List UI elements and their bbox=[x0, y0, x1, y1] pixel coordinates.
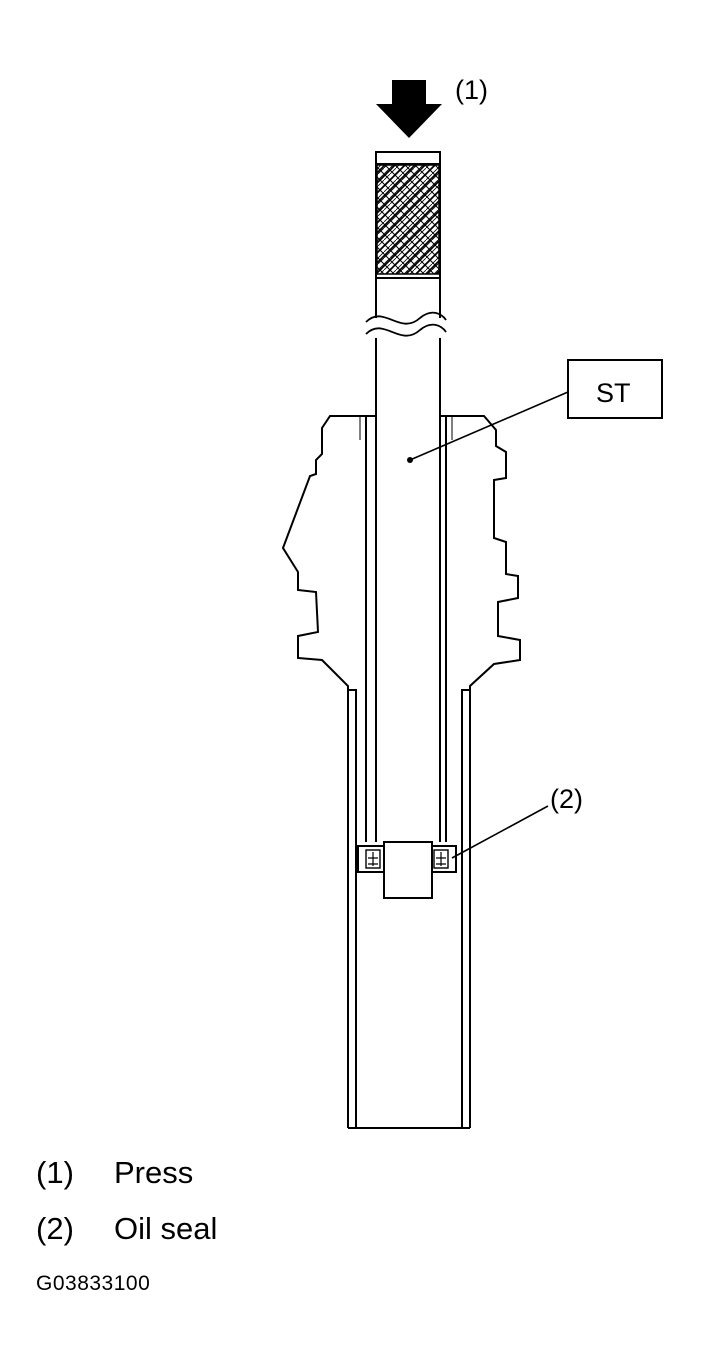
press-callout: (1) bbox=[455, 75, 488, 105]
press-arrow-icon bbox=[376, 80, 442, 138]
legend-label: Oil seal bbox=[114, 1211, 218, 1246]
legend-number: (2) bbox=[36, 1211, 74, 1246]
figure-id: G03833100 bbox=[36, 1272, 151, 1295]
seal-callout-leader bbox=[451, 805, 549, 859]
legend-label: Press bbox=[114, 1155, 194, 1190]
oil-seal bbox=[357, 841, 457, 899]
legend-item-press: (1) Press bbox=[36, 1155, 193, 1191]
legend-item-oil-seal: (2) Oil seal bbox=[36, 1211, 217, 1247]
strut-housing bbox=[281, 415, 521, 1129]
special-tool bbox=[365, 151, 447, 842]
seal-installer-tip bbox=[383, 841, 433, 899]
seal-callout: (2) bbox=[550, 784, 583, 814]
oil-seal-installation-diagram: (1) bbox=[281, 75, 663, 1129]
tool-callout bbox=[407, 359, 663, 463]
tool-label: ST bbox=[596, 378, 631, 408]
legend-number: (1) bbox=[36, 1155, 74, 1190]
